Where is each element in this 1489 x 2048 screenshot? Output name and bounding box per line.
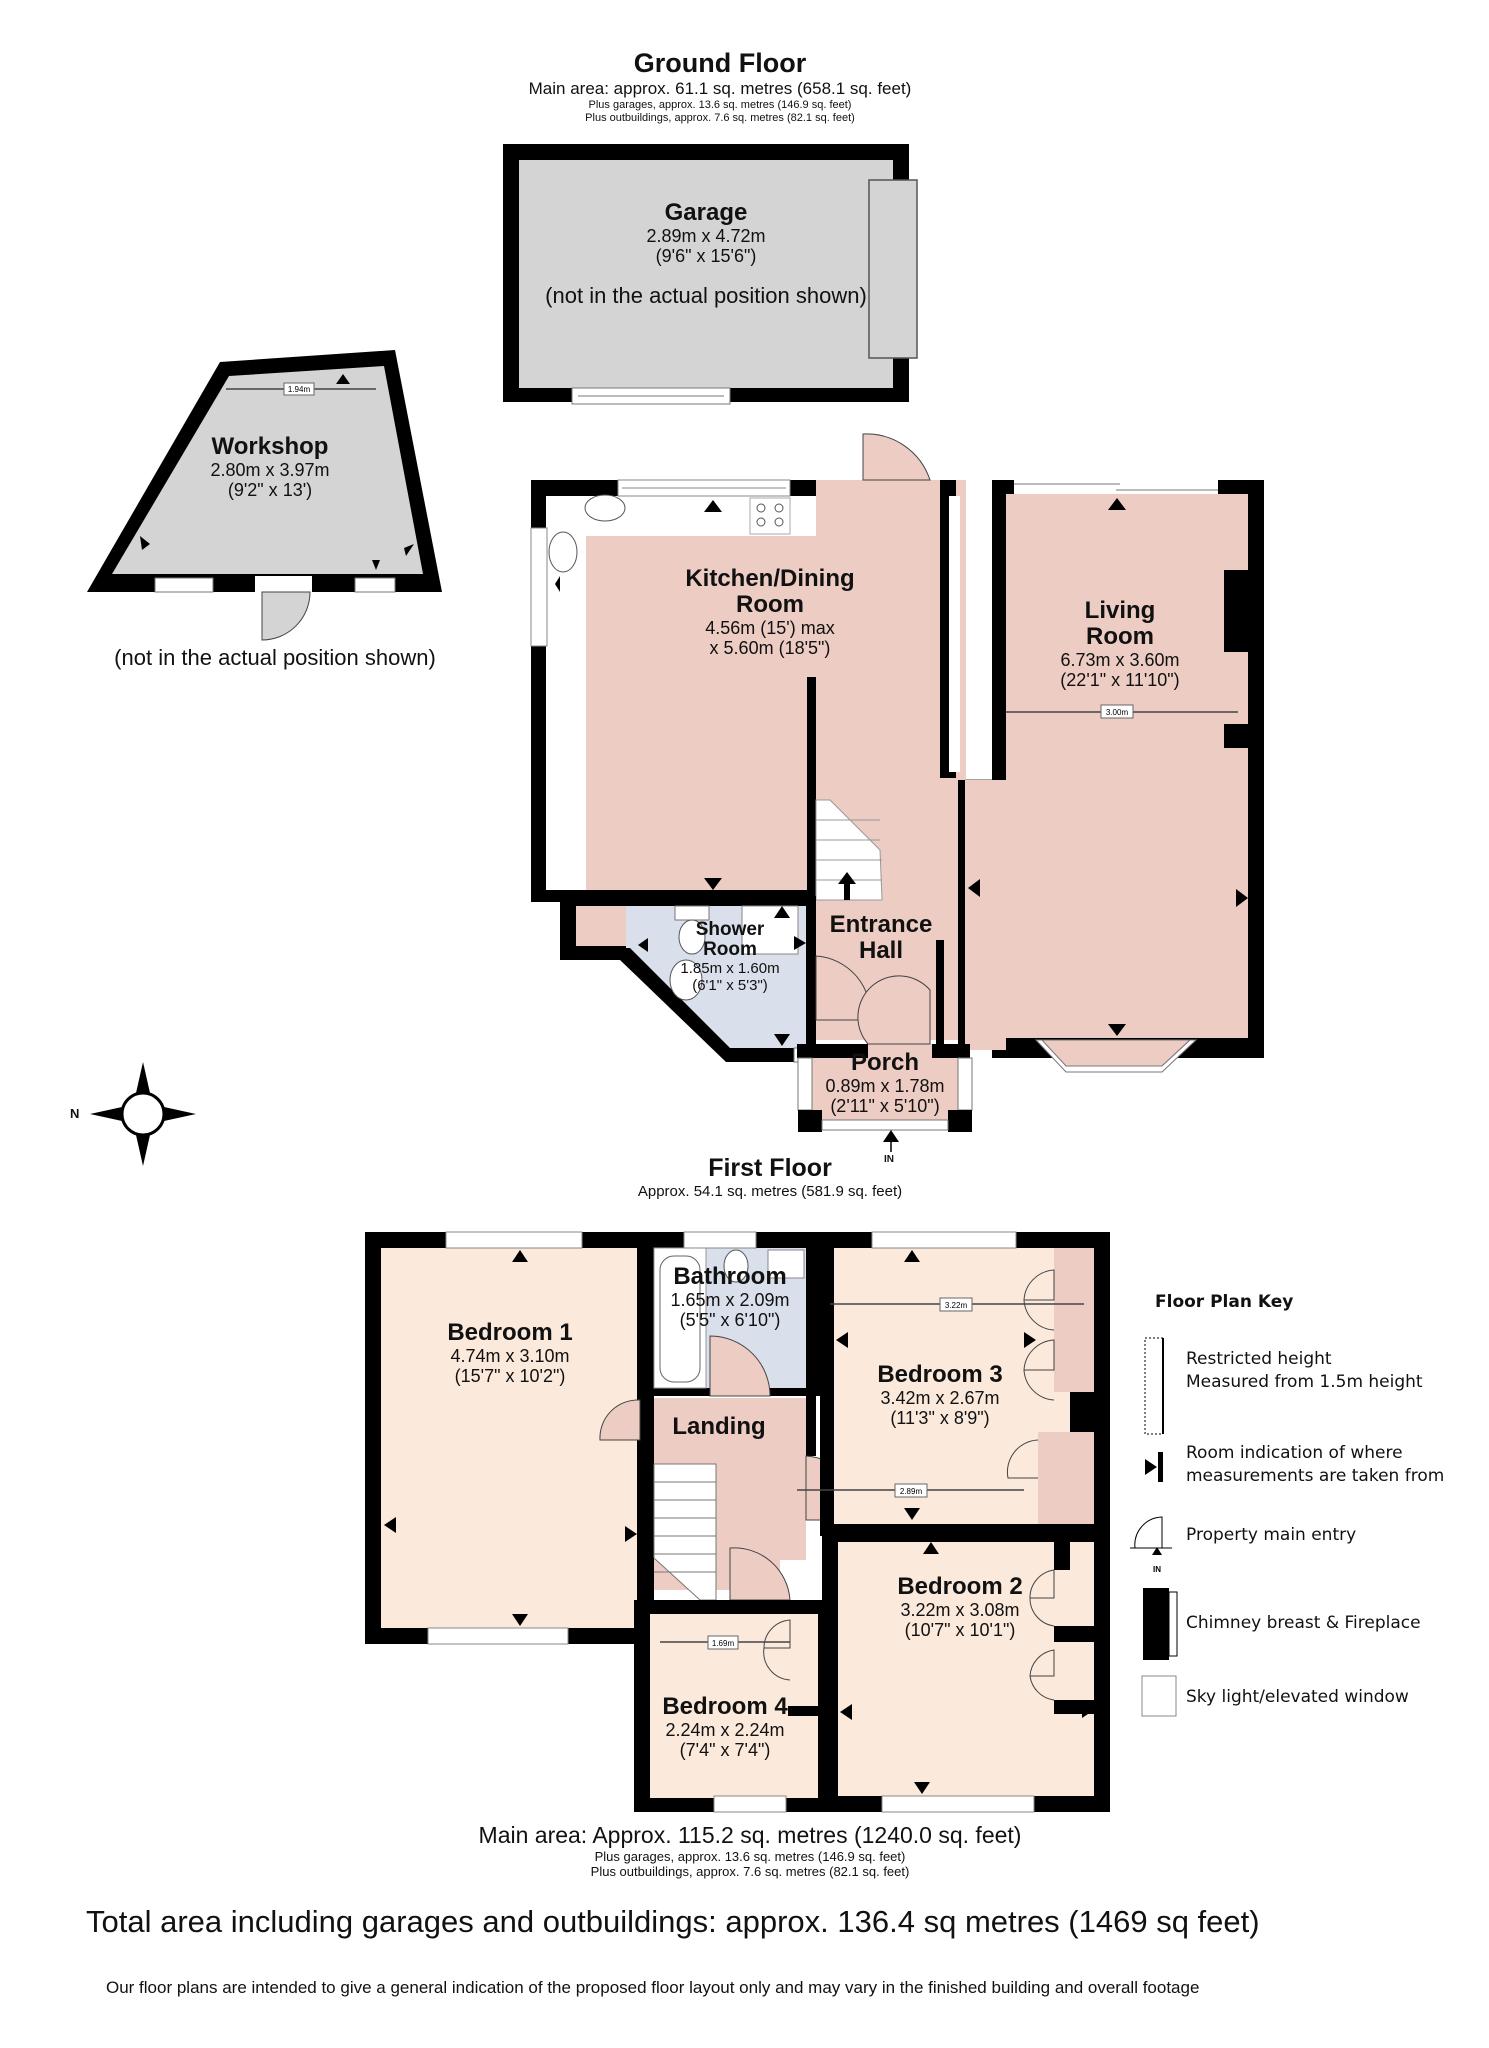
entrance-name-1: Entrance [829, 911, 933, 938]
porch-entry-label: IN [884, 1154, 894, 1165]
summary-block: Main area: Approx. 115.2 sq. metres (124… [300, 1822, 1200, 1879]
ground-floor-main-area: Main area: approx. 61.1 sq. metres (658.… [528, 79, 912, 98]
bedroom2-name: Bedroom 2 [897, 1573, 1023, 1600]
workshop-plan: 1.94m [87, 350, 442, 641]
porch-label: Porch 0.89m x 1.78m (2'11" x 5'10") [790, 1049, 980, 1117]
key-item-skylight: Sky light/elevated window [1186, 1687, 1409, 1707]
kitchen-label: Kitchen/Dining Room 4.56m (15') max x 5.… [620, 565, 920, 659]
ground-floor-title: Ground Floor [633, 48, 807, 78]
workshop-label: Workshop 2.80m x 3.97m (9'2" x 13') [170, 433, 370, 501]
garage-dim-m: 2.89m x 4.72m [646, 226, 766, 246]
first-floor-title: First Floor [708, 1154, 832, 1182]
living-room-label: Living Room 6.73m x 3.60m (22'1" x 11'10… [1020, 597, 1220, 691]
kitchen-name-2: Room [736, 591, 804, 618]
svg-text:IN: IN [1153, 1565, 1161, 1574]
first-floor-area: Approx. 54.1 sq. metres (581.9 sq. feet) [637, 1183, 903, 1200]
living-dim-ft: (22'1" x 11'10") [1060, 670, 1180, 690]
landing-label: Landing [654, 1414, 784, 1440]
workshop-dim-ft: (9'2" x 13') [227, 480, 313, 500]
garage-note: (not in the actual position shown) [545, 283, 867, 308]
porch-dim-ft: (2'11" x 5'10") [830, 1096, 940, 1116]
bedroom4-label: Bedroom 4 2.24m x 2.24m (7'4" x 7'4") [650, 1693, 800, 1761]
svg-text:3.22m: 3.22m [945, 1301, 968, 1310]
svg-text:1.69m: 1.69m [712, 1639, 735, 1648]
shower-name-2: Room [703, 939, 757, 960]
bedroom2-dim-m: 3.22m x 3.08m [900, 1600, 1020, 1620]
disclaimer: Our floor plans are intended to give a g… [106, 1978, 1200, 1997]
shower-name-1: Shower [695, 919, 765, 940]
kitchen-dim-2: x 5.60m (18'5") [709, 638, 831, 658]
bathroom-name: Bathroom [673, 1263, 787, 1290]
bedroom2-dim-ft: (10'7" x 10'1") [904, 1620, 1016, 1640]
porch-dim-m: 0.89m x 1.78m [825, 1076, 945, 1096]
compass-north-label: N [70, 1106, 80, 1121]
ground-floor-header: Ground Floor Main area: approx. 61.1 sq.… [0, 48, 1440, 125]
compass-icon [90, 1062, 196, 1166]
summary-main-area: Main area: Approx. 115.2 sq. metres (124… [478, 1822, 1022, 1848]
first-floor-header: First Floor Approx. 54.1 sq. metres (581… [520, 1154, 1020, 1200]
porch-name: Porch [850, 1049, 919, 1076]
key-item-chimney-breast: Chimney breast & Fireplace [1186, 1613, 1421, 1633]
landing-name: Landing [672, 1413, 766, 1440]
svg-text:2.89m: 2.89m [900, 1487, 923, 1496]
bathroom-dim-m: 1.65m x 2.09m [670, 1290, 790, 1310]
bedroom1-label: Bedroom 1 4.74m x 3.10m (15'7" x 10'2") [400, 1319, 620, 1387]
living-room-plan: 3.00m [958, 480, 1264, 1073]
workshop-dim-m: 2.80m x 3.97m [210, 460, 330, 480]
workshop-note: (not in the actual position shown) [114, 645, 436, 670]
ground-floor-plus-outbuildings: Plus outbuildings, approx. 7.6 sq. metre… [585, 112, 855, 124]
key-item-measurement-marker: Room indication of where measurements ar… [1186, 1443, 1445, 1486]
bathroom-dim-ft: (5'5" x 6'10") [679, 1310, 781, 1330]
kitchen-name-1: Kitchen/Dining [685, 565, 855, 592]
summary-plus-outbuildings: Plus outbuildings, approx. 7.6 sq. metre… [590, 1864, 910, 1879]
first-floor-plan: 3.22m 2.89m 1.69m [365, 1231, 1110, 1813]
shower-dim-ft: (6'1" x 5'3") [692, 977, 768, 994]
bedroom4-name: Bedroom 4 [662, 1693, 788, 1720]
summary-total: Total area including garages and outbuil… [86, 1904, 1260, 1939]
bedroom1-dim-ft: (15'7" x 10'2") [454, 1366, 566, 1386]
garage-label: Garage 2.89m x 4.72m (9'6" x 15'6") (not… [519, 199, 893, 308]
key-item-restricted-height: Restricted height Measured from 1.5m hei… [1186, 1349, 1423, 1392]
living-dim-m: 6.73m x 3.60m [1060, 650, 1180, 670]
living-name-1: Living [1084, 597, 1156, 624]
svg-text:1.94m: 1.94m [288, 385, 311, 394]
garage-plan [503, 144, 918, 405]
ground-floor-plus-garages: Plus garages, approx. 13.6 sq. metres (1… [588, 99, 852, 111]
key-item-main-entry: Property main entry [1186, 1525, 1357, 1545]
bedroom1-name: Bedroom 1 [447, 1319, 573, 1346]
entrance-hall-label: Entrance Hall [816, 912, 946, 964]
porch-plan [797, 975, 973, 1152]
bathroom-label: Bathroom 1.65m x 2.09m (5'5" x 6'10") [654, 1263, 806, 1331]
shower-room-plan [560, 896, 819, 1063]
bedroom3-name: Bedroom 3 [877, 1361, 1003, 1388]
living-name-2: Room [1086, 623, 1154, 650]
garage-name: Garage [664, 199, 748, 226]
kitchen-dim-1: 4.56m (15') max [705, 618, 835, 638]
bedroom4-dim-m: 2.24m x 2.24m [665, 1720, 785, 1740]
shower-dim-m: 1.85m x 1.60m [680, 960, 780, 977]
svg-text:3.00m: 3.00m [1106, 708, 1129, 717]
bedroom2-label: Bedroom 2 3.22m x 3.08m (10'7" x 10'1") [860, 1573, 1060, 1641]
bedroom1-dim-m: 4.74m x 3.10m [450, 1346, 570, 1366]
garage-dim-ft: (9'6" x 15'6") [655, 246, 757, 266]
entrance-name-2: Hall [858, 937, 903, 964]
bedroom3-dim-m: 3.42m x 2.67m [880, 1388, 1000, 1408]
bedroom3-label: Bedroom 3 3.42m x 2.67m (11'3" x 8'9") [840, 1361, 1040, 1429]
bedroom3-dim-ft: (11'3" x 8'9") [890, 1408, 990, 1428]
floor-plan-key-title: Floor Plan Key [1155, 1292, 1294, 1312]
summary-plus-garages: Plus garages, approx. 13.6 sq. metres (1… [594, 1849, 906, 1864]
bedroom4-dim-ft: (7'4" x 7'4") [679, 1740, 771, 1760]
shower-room-label: Shower Room 1.85m x 1.60m (6'1" x 5'3") [660, 919, 800, 995]
workshop-name: Workshop [211, 433, 329, 460]
key-icons: IN [1130, 1337, 1178, 1717]
